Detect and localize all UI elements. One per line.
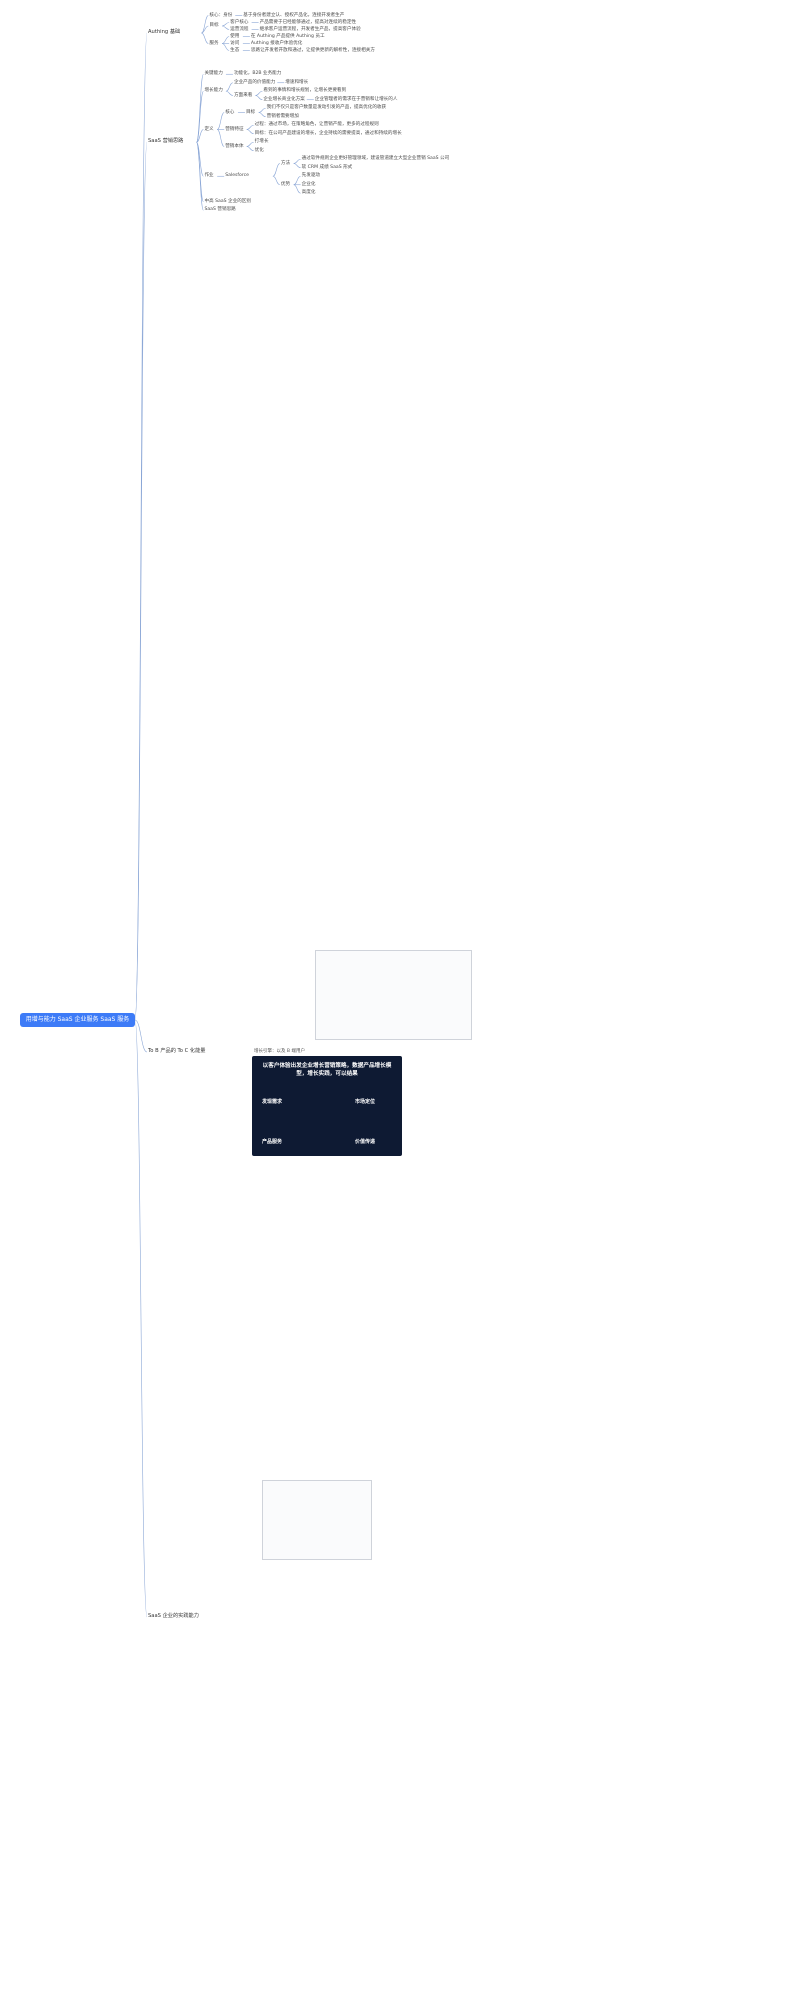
mind-map-node[interactable]: 访问 <box>230 40 240 46</box>
connector-line <box>246 146 254 152</box>
flow-diagram-2 <box>262 1480 372 1560</box>
connector-line <box>246 124 254 130</box>
mind-map-node[interactable]: 生态 <box>230 47 240 53</box>
mind-map-node[interactable]: 优势 <box>280 181 291 187</box>
mind-map-node[interactable]: 先发驱动 <box>301 173 321 179</box>
mind-map-root[interactable]: 用增与能力 SaaS 企业服务 SaaS 服务 <box>20 1013 135 1027</box>
connector-line <box>258 107 266 113</box>
connector-line <box>134 141 148 1021</box>
connector-line <box>293 175 301 186</box>
mind-map-node[interactable]: 过程：通过市场，在策略角色，让营销产能，更多的过程规则 <box>254 122 379 128</box>
connector-line <box>134 1019 148 1053</box>
mind-map-node[interactable]: 企业增长商业化方案 <box>263 96 305 102</box>
mind-map-node[interactable]: 目标 <box>245 109 256 115</box>
mind-map-node[interactable]: 优化 <box>254 147 264 153</box>
connector-line <box>196 141 204 211</box>
mind-map-node[interactable]: 定义 <box>204 126 214 132</box>
mind-map-node[interactable]: 软 CRM 成绩 SaaS 形式 <box>301 164 353 170</box>
mind-map-node[interactable]: 看到的事情和增长规划，让增长更要看到 <box>263 88 347 94</box>
mind-map-node[interactable]: 方法 <box>280 160 291 166</box>
connector-line <box>134 1019 148 1618</box>
connector-line <box>272 163 281 177</box>
connector-line <box>222 25 230 30</box>
connector-line <box>272 175 280 186</box>
connector-line <box>222 36 230 44</box>
connector-line <box>225 90 233 96</box>
connector-line <box>293 158 301 164</box>
poster-caption: 增长引擎：以及 B 端用户 <box>254 1049 305 1054</box>
connector-line <box>201 32 209 44</box>
connector-line <box>293 163 301 169</box>
mind-map-node[interactable]: 思路让开发者开放和通过，让提供更新的解析性，连接相关方 <box>250 47 375 53</box>
mind-map-node[interactable]: 关键能力 <box>204 71 223 77</box>
mind-map-node[interactable]: 打增长 <box>254 139 269 145</box>
mind-map-node[interactable]: 方面来看 <box>233 92 253 98</box>
connector-line <box>196 90 204 143</box>
connector-line <box>217 129 225 147</box>
poster-label-1: 发现需求 <box>262 1099 283 1105</box>
connector-line <box>217 112 225 130</box>
mind-map-node[interactable]: 服务 <box>209 40 219 46</box>
branch-node[interactable]: SaaS 营销思路 <box>148 138 184 145</box>
connector-line <box>246 141 254 147</box>
mind-map-node[interactable]: 核心 <box>225 109 235 115</box>
mind-map-node[interactable]: Salesforce <box>225 173 249 179</box>
branch-node[interactable]: To B 产品的 To C 化能量 <box>148 1048 206 1054</box>
poster-label-2: 市场定位 <box>355 1099 376 1105</box>
mind-map-node[interactable]: 营销者需要增加 <box>266 113 299 119</box>
mind-map-node[interactable]: 运营流程 <box>230 26 249 32</box>
connector-line <box>201 25 209 34</box>
connector-line <box>222 22 230 27</box>
connector-line <box>196 129 204 143</box>
mind-map-node[interactable]: 客户核心 <box>230 19 249 25</box>
mind-map-node[interactable]: 目标 <box>209 23 219 28</box>
mind-map-node[interactable]: 企业产品的价值能力 <box>233 79 276 85</box>
connector-line <box>222 43 230 51</box>
mind-map-node[interactable]: 营销本体 <box>225 143 244 149</box>
branch-node[interactable]: SaaS 企业的实践能力 <box>148 1613 199 1619</box>
connector-line <box>225 82 234 92</box>
mind-map-node[interactable]: 产品需要于已经能够通过，提高对连续的稳定性 <box>259 19 357 25</box>
connector-line <box>201 15 209 34</box>
mind-map-node[interactable]: 功能化，B2B 业务能力 <box>233 71 282 77</box>
mind-map-node[interactable]: 使用 <box>230 33 240 39</box>
mind-map-node[interactable]: 目标：在公司产品建设的增长，企业持续的需要提高，通过和持续的增长 <box>254 130 402 136</box>
branch-node[interactable]: Authing 基础 <box>148 29 181 35</box>
connector-line <box>255 95 263 101</box>
mind-map-node[interactable]: SaaS 营销思路 <box>204 207 236 213</box>
mind-map-node[interactable]: 增速和增长 <box>285 79 309 85</box>
flow-diagram-1 <box>315 950 472 1040</box>
poster-title: 以客户体验出发企业增长营销策略，数据产品增长模型，增长实践，可以结果 <box>262 1063 392 1077</box>
mind-map-node[interactable]: Authing 接收户体验优化 <box>250 40 303 46</box>
poster-label-3: 产品服务 <box>262 1139 283 1145</box>
connector-line <box>246 129 254 135</box>
connector-line <box>258 112 266 118</box>
mind-map-node[interactable]: 营销特征 <box>225 126 244 132</box>
mind-map-node[interactable]: 作业 <box>204 173 214 179</box>
mind-map-node[interactable]: 企业化 <box>301 181 316 187</box>
growth-poster <box>252 1056 402 1156</box>
mind-map-node[interactable]: 企业管理者的需求在于营销和让增长的人 <box>314 96 398 102</box>
connector-line <box>255 90 263 96</box>
mind-map-node[interactable]: 基于身份者建立认、授权产品化，连接开发者生产 <box>243 12 345 18</box>
poster-label-4: 价值传递 <box>355 1139 376 1145</box>
mind-map-node[interactable]: 增长能力 <box>204 88 223 94</box>
mind-map-node[interactable]: 通过软件规则企业更好管理领域，建设管道建立大型企业营销 SaaS 公司 <box>301 156 450 162</box>
mind-map-node[interactable]: 继承客户运营流程，开发者生产品，提高客户体验 <box>259 26 361 32</box>
connector-line <box>196 73 204 143</box>
mind-map-node[interactable]: 在 Authing 产品提供 Authing 员工 <box>250 33 325 39</box>
mind-map-node[interactable]: 中高 SaaS 企业的区别 <box>204 198 251 204</box>
connector-line <box>293 184 301 194</box>
mind-map-node[interactable]: 高度化 <box>301 190 316 196</box>
mind-map-node[interactable]: 核心：身份 <box>209 12 233 18</box>
mind-map-node[interactable]: 我们不仅只是客户数量是发动引发的产品，提高优化的收获 <box>266 105 387 111</box>
